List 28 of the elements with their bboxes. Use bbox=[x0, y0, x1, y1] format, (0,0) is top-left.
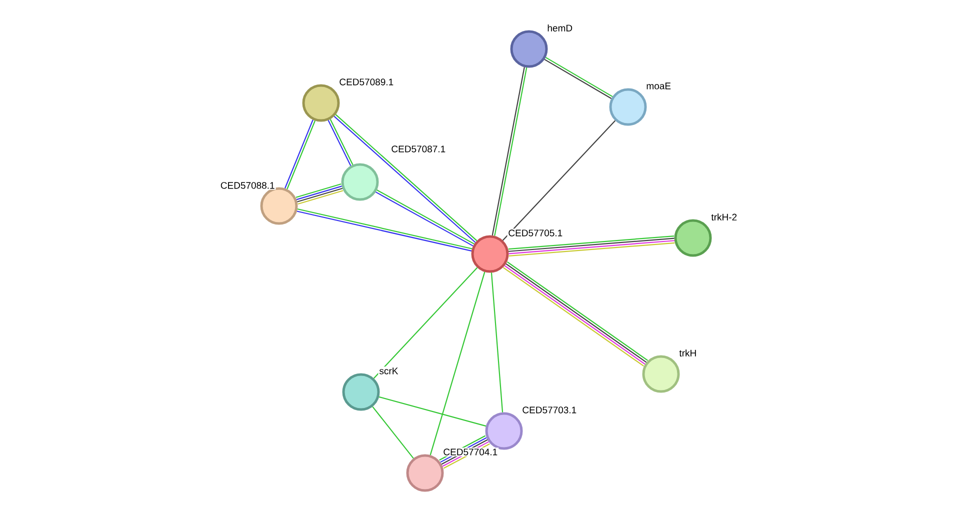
node-label: trkH-2 bbox=[710, 212, 738, 222]
node-label: CED57705.1 bbox=[507, 228, 564, 238]
protein-node bbox=[674, 219, 712, 257]
node-label: hemD bbox=[546, 24, 574, 32]
node-label: trkH bbox=[678, 348, 698, 358]
protein-node bbox=[609, 88, 647, 126]
interaction-line bbox=[378, 396, 486, 427]
node-label: CED57703.1 bbox=[521, 406, 578, 414]
protein-node bbox=[302, 84, 340, 122]
interaction-line bbox=[502, 120, 616, 241]
protein-node bbox=[406, 454, 444, 492]
node-label: CED57087.1 bbox=[390, 144, 447, 154]
protein-node bbox=[260, 187, 298, 225]
interaction-line bbox=[430, 272, 486, 456]
protein-node bbox=[485, 412, 523, 450]
node-label: moaE bbox=[645, 82, 672, 90]
node-label: CED57089.1 bbox=[338, 78, 395, 86]
interaction-line bbox=[373, 267, 478, 379]
node-label: scrK bbox=[378, 366, 400, 376]
node-label: CED57704.1 bbox=[442, 448, 499, 456]
interaction-line bbox=[372, 406, 414, 459]
interaction-line bbox=[490, 272, 504, 412]
protein-node bbox=[642, 355, 680, 393]
protein-node bbox=[341, 163, 379, 201]
protein-node bbox=[342, 373, 380, 411]
node-label: CED57088.1 bbox=[219, 181, 276, 190]
protein-node bbox=[510, 30, 548, 68]
protein-node bbox=[471, 235, 509, 273]
